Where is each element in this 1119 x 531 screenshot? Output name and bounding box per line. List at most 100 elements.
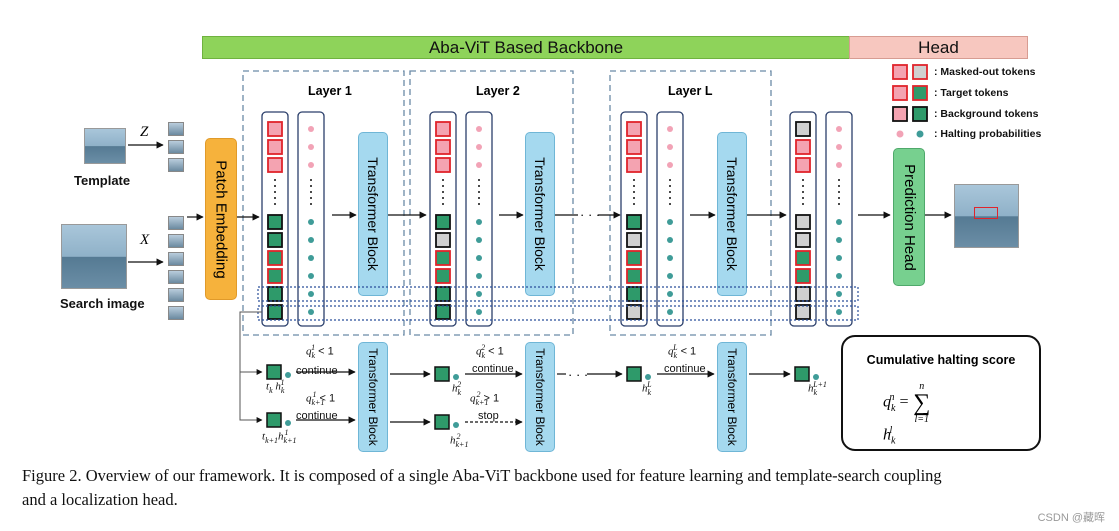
- halting-dot: [667, 144, 673, 150]
- template-image: [84, 128, 126, 164]
- token: [626, 232, 642, 248]
- ellipsis-dot: [633, 203, 635, 205]
- ellipsis-dot: [310, 203, 312, 205]
- legend-masked: : Masked-out tokens: [934, 66, 1036, 78]
- bottom-dot-5: [645, 374, 651, 380]
- cumulative-title: Cumulative halting score: [866, 353, 1016, 367]
- transformer-block-L: Transformer Block: [717, 132, 747, 296]
- cumulative-halting-box: Cumulative halting score qkn = n ∑ l=1 h…: [841, 335, 1041, 451]
- halting-dot: [667, 162, 673, 168]
- ellipsis-dot: [802, 203, 804, 205]
- ellipsis-dot: [310, 185, 312, 187]
- ellipsis-dot: [633, 191, 635, 193]
- cond-5-text: < 1: [680, 345, 697, 358]
- hk12: hk+12: [450, 432, 469, 449]
- token: [435, 250, 451, 266]
- bottom-dot-4: [453, 422, 459, 428]
- x-symbol: X: [140, 232, 150, 248]
- patch: [168, 140, 184, 154]
- halting-dot: [476, 144, 482, 150]
- token: [626, 214, 642, 230]
- top-dots: · · ·: [580, 207, 600, 222]
- ellipsis-dot: [442, 197, 444, 199]
- hkL: hkL: [642, 380, 652, 397]
- token: [267, 268, 283, 284]
- cond-1-text: < 1: [318, 345, 334, 358]
- token: [435, 157, 451, 173]
- bottom-transformer-block-2: Transformer Block: [525, 342, 555, 452]
- ellipsis-dot: [274, 191, 276, 193]
- caption-line-1: Figure 2. Overview of our framework. It …: [22, 466, 942, 485]
- stop-label: stop: [478, 410, 499, 422]
- token: [795, 157, 811, 173]
- z-symbol: Z: [140, 124, 149, 140]
- halting-dot: [836, 291, 842, 297]
- layer-1-box: [242, 70, 405, 336]
- layer-2-label: Layer 2: [476, 84, 520, 98]
- bottom-token-3: [434, 366, 450, 382]
- ellipsis-dot: [442, 185, 444, 187]
- watermark: CSDN @藏晖: [1037, 512, 1105, 524]
- ellipsis-dot: [442, 191, 444, 193]
- token: [267, 157, 283, 173]
- ellipsis-dot: [442, 179, 444, 181]
- cond-4-text: > 1: [483, 392, 500, 405]
- branch-connector-2: [239, 372, 263, 423]
- hk2: hk2: [452, 380, 462, 397]
- cond-3: qk2 < 1: [476, 343, 504, 360]
- ellipsis-dot: [310, 179, 312, 181]
- ellipsis-dot: [802, 185, 804, 187]
- cond-1: qk1 < 1: [306, 343, 334, 360]
- halting-dot: [667, 273, 673, 279]
- cumulative-formula: qkn = n ∑ l=1 hkl: [883, 381, 931, 447]
- halting-dot: [308, 144, 314, 150]
- halting-dot: [476, 126, 482, 132]
- token-column: [261, 111, 289, 327]
- layer-2-box: [409, 70, 574, 336]
- legend-dot-teal: [916, 130, 924, 138]
- patch: [168, 288, 184, 302]
- halting-dot: [667, 255, 673, 261]
- ellipsis-dot: [838, 197, 840, 199]
- token: [626, 286, 642, 302]
- continue-label-3: continue: [472, 363, 514, 375]
- template-label: Template: [74, 173, 131, 188]
- token: [795, 304, 811, 320]
- legend-swatch-bg-green: [912, 106, 928, 122]
- backbone-title: Aba-ViT Based Backbone: [428, 37, 624, 57]
- bottom-transformer-block-1: Transformer Block: [358, 342, 388, 452]
- legend-swatch-target-pink: [892, 85, 908, 101]
- ellipsis-dot: [669, 191, 671, 193]
- layer-L-label: Layer L: [668, 84, 713, 98]
- legend-swatch-masked-gray: [912, 64, 928, 80]
- patch: [168, 252, 184, 266]
- legend-target: : Target tokens: [934, 87, 1009, 99]
- halting-dot: [836, 309, 842, 315]
- ellipsis-dot: [633, 197, 635, 199]
- continue-label-4: continue: [664, 363, 706, 375]
- ellipsis-dot: [633, 179, 635, 181]
- output-image: [954, 184, 1019, 248]
- halting-dot: [667, 126, 673, 132]
- halting-dot: [476, 291, 482, 297]
- ellipsis-dot: [802, 197, 804, 199]
- layer-L-box: [609, 70, 772, 336]
- head-banner: Head: [849, 36, 1028, 59]
- token: [626, 157, 642, 173]
- token: [267, 232, 283, 248]
- bottom-token-1: [266, 364, 282, 380]
- ellipsis-dot: [838, 191, 840, 193]
- layer-1-label: Layer 1: [308, 84, 352, 98]
- ellipsis-dot: [669, 179, 671, 181]
- halting-column: [825, 111, 853, 327]
- halting-dot: [667, 237, 673, 243]
- token: [435, 214, 451, 230]
- token: [795, 286, 811, 302]
- ellipsis-dot: [669, 185, 671, 187]
- token: [435, 232, 451, 248]
- halting-column: [656, 111, 684, 327]
- token: [626, 304, 642, 320]
- patch: [168, 216, 184, 230]
- halting-dot: [476, 255, 482, 261]
